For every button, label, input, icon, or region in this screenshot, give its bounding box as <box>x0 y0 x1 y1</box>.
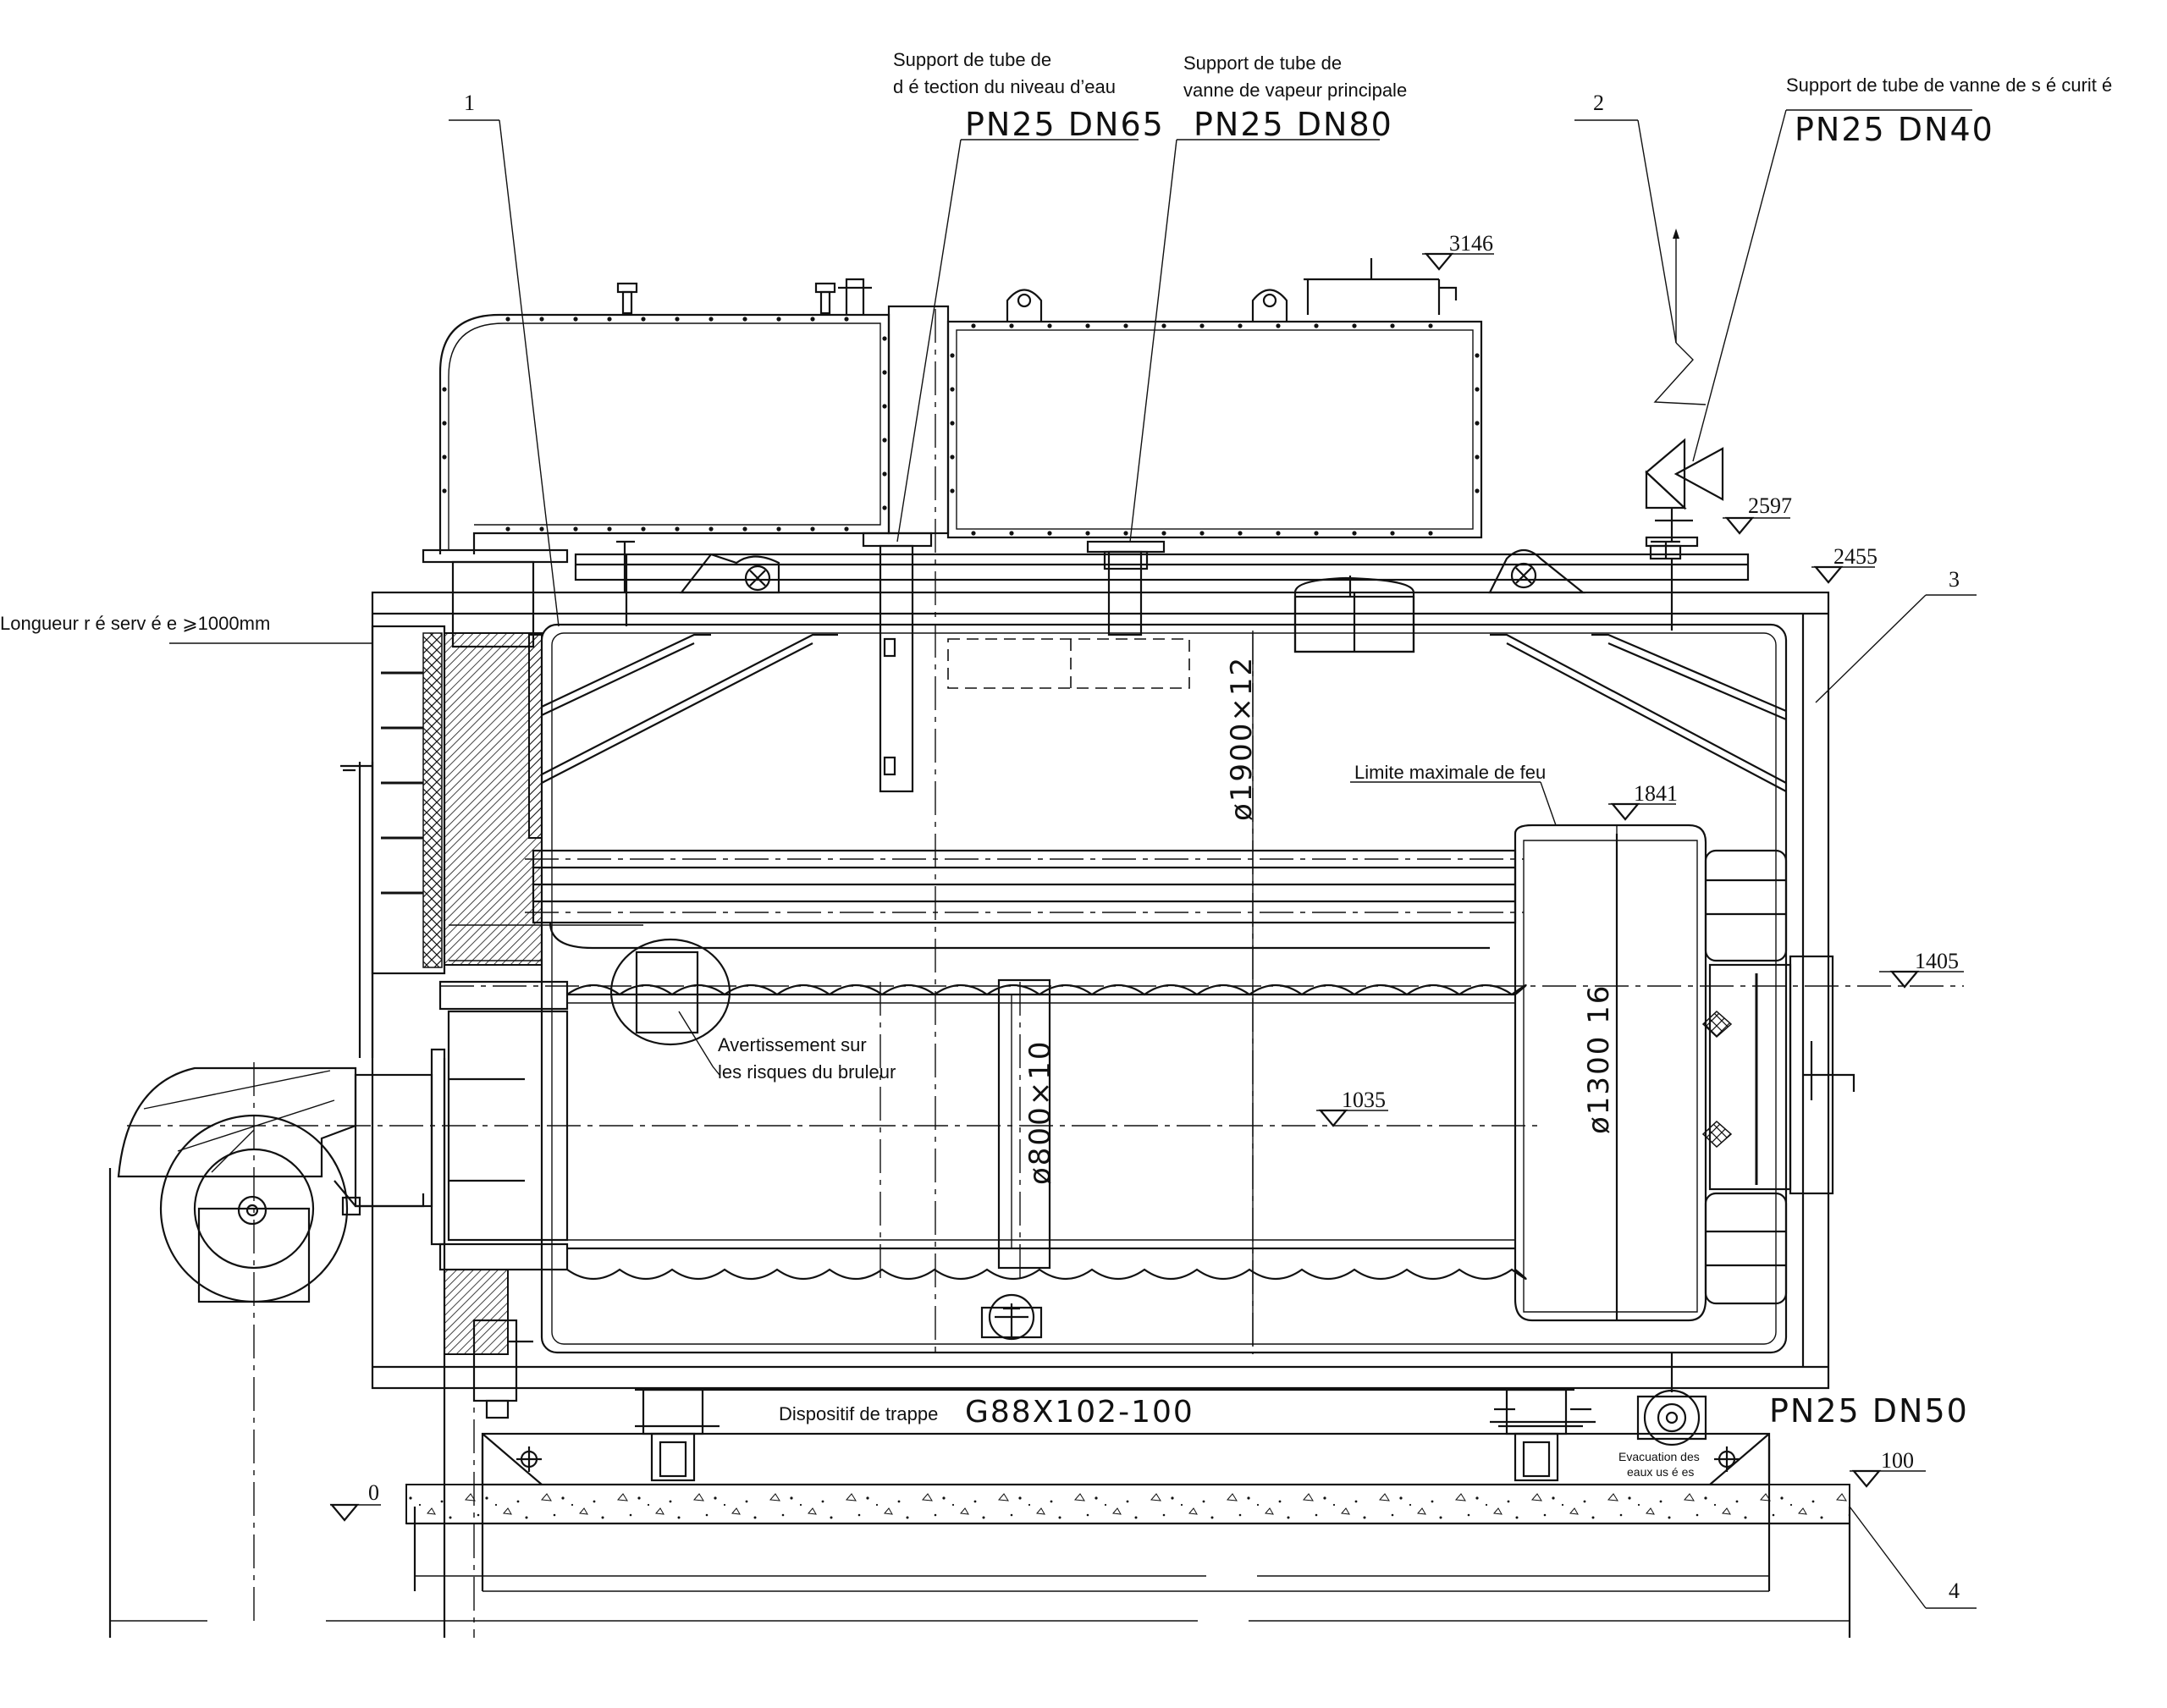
callout-3: 3 <box>1949 567 1960 592</box>
callout-4: 4 <box>1949 1579 1960 1603</box>
furnace-diameter: ø800×10 <box>1023 1040 1057 1185</box>
waste-water-label-1: Evacuation des <box>1618 1450 1700 1463</box>
elev-foundation: 100 <box>1881 1448 1914 1473</box>
annotations: 1 2 3 4 Support de tube de d é tection d… <box>0 49 2112 1603</box>
leader-lines <box>169 109 1977 1609</box>
safety-valve-spec: PN25 DN40 <box>1795 111 1994 148</box>
elev-chamber-top: 1841 <box>1634 781 1678 806</box>
main-steam-support-label-1: Support de tube de <box>1183 52 1342 74</box>
elevation-markers <box>329 252 1964 1522</box>
water-level-support-label-2: d é tection du niveau d’eau <box>893 76 1116 97</box>
max-fire-limit-label: Limite maximale de feu <box>1354 762 1546 783</box>
drain-spec: PN25 DN50 <box>1769 1392 1969 1430</box>
burner-warning-label-1: Avertissement sur <box>718 1034 867 1055</box>
water-level-spec: PN25 DN65 <box>965 106 1165 143</box>
boiler-shell <box>371 553 1830 1390</box>
chamber-diameter: ø1300 16 <box>1582 984 1616 1134</box>
foundation <box>405 1388 1850 1525</box>
smoke-tubes <box>525 633 1787 950</box>
burner-warning-label-2: les risques du bruleur <box>718 1061 896 1083</box>
trap-device-spec: G88X102-100 <box>965 1395 1194 1430</box>
callout-1: 1 <box>464 91 475 115</box>
main-steam-spec: PN25 DN80 <box>1194 106 1393 143</box>
safety-valve-support-label: Support de tube de vanne de s é curit é <box>1786 74 2112 96</box>
elev-safety-valve: 2597 <box>1748 493 1792 518</box>
shell-diameter: ø1900×12 <box>1225 656 1259 821</box>
elev-furnace-axis: 1035 <box>1342 1088 1386 1112</box>
elev-centerline: 1405 <box>1915 949 1959 973</box>
water-level-support-label-1: Support de tube de <box>893 49 1051 70</box>
safety-valve <box>1645 438 1724 548</box>
elev-shell-top: 2455 <box>1833 544 1878 569</box>
reserved-length-label: Longueur r é serv é e ⩾1000mm <box>0 613 270 634</box>
trap-device-label: Dispositif de trappe <box>779 1403 938 1424</box>
elev-ground: 0 <box>368 1480 379 1505</box>
elev-top: 3146 <box>1449 231 1493 256</box>
dimension-lines <box>108 633 1851 1638</box>
top-ducts <box>422 258 1586 648</box>
burner <box>117 1048 446 1303</box>
waste-water-label-2: eaux us é es <box>1627 1465 1694 1479</box>
front-ladder <box>340 671 533 1419</box>
corrugated-furnace <box>438 978 1527 1341</box>
drain-valve <box>980 1306 1707 1446</box>
main-steam-support-label-2: vanne de vapeur principale <box>1183 80 1407 101</box>
callout-2: 2 <box>1593 91 1604 115</box>
